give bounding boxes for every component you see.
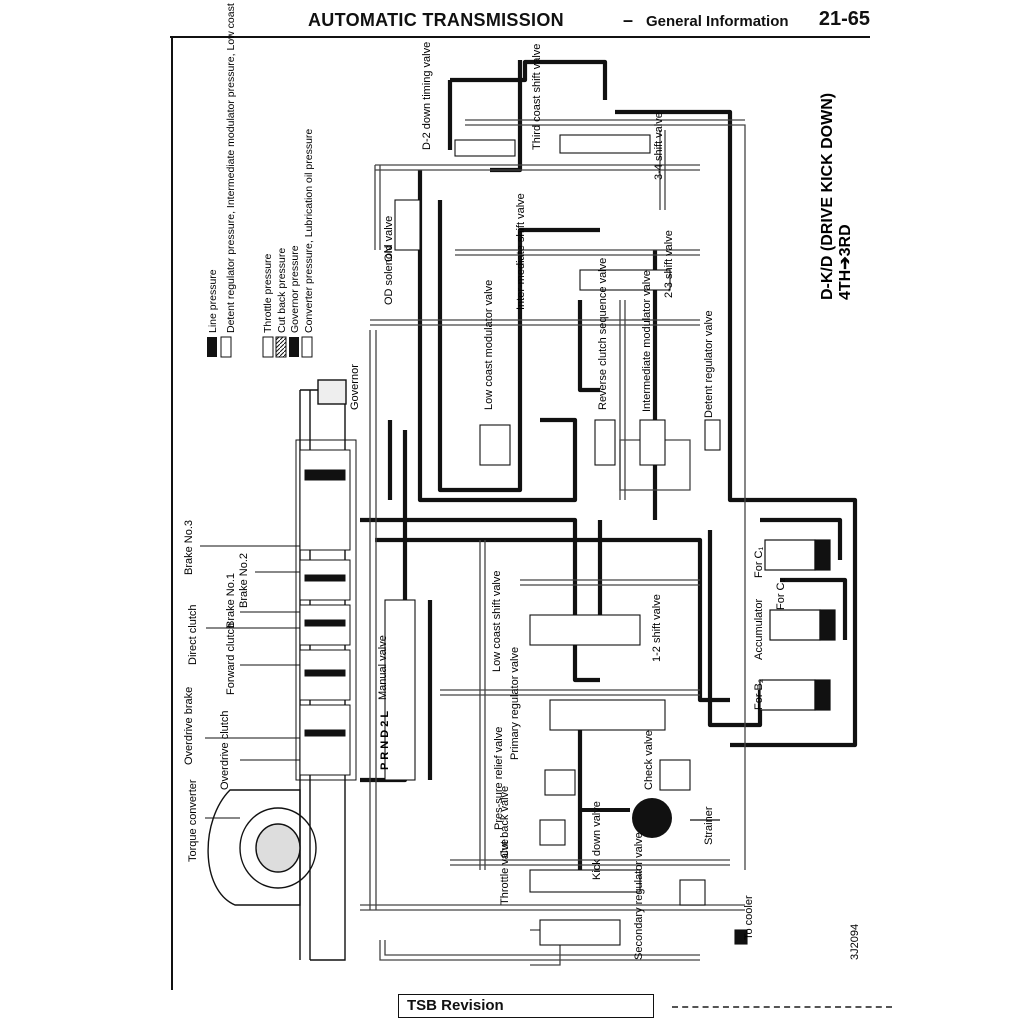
third-coast-valve-body bbox=[559, 134, 651, 154]
label-for-c2: For C₂ bbox=[775, 578, 787, 610]
legend-texts: Line pressure Detent regulator pressure,… bbox=[207, 0, 315, 333]
label-torque-converter: Torque converter bbox=[187, 779, 199, 862]
label-for-c1: For C₁ bbox=[753, 547, 765, 579]
pressure-relief-body bbox=[544, 769, 576, 796]
cooler-port bbox=[734, 929, 748, 945]
line-pressure-circuits bbox=[360, 59, 858, 880]
label-1-2-shift: 1-2 shift valve bbox=[651, 594, 663, 662]
component-leaders bbox=[200, 545, 300, 819]
legend-governor: Governor pressure bbox=[289, 245, 301, 333]
to-cooler-body bbox=[679, 879, 706, 906]
label-brake3: Brake No.3 bbox=[183, 520, 195, 575]
label-low-coast-modulator: Low coast modulator valve bbox=[483, 280, 495, 410]
label-strainer: Strainer bbox=[703, 806, 715, 845]
page-header: AUTOMATIC TRANSMISSION – General Informa… bbox=[170, 8, 870, 38]
label-3-4-shift: 3-4 shift valve bbox=[653, 112, 665, 180]
legend-swatch-cutback bbox=[275, 336, 287, 358]
component-labels: Governor Brake No.3 Brake No.2 Brake No.… bbox=[183, 364, 361, 862]
label-pressure-relief: Pres-sure relief valve bbox=[493, 727, 505, 830]
label-direct-clutch: Direct clutch bbox=[187, 604, 199, 665]
footer-divider bbox=[672, 1006, 892, 1010]
label-for-b2: For B₂ bbox=[753, 679, 765, 710]
label-manual: Manual valve bbox=[377, 635, 389, 700]
label-governor: Governor bbox=[349, 364, 361, 410]
legend-swatch-governor bbox=[289, 337, 299, 357]
legend-swatch-converter bbox=[301, 336, 313, 358]
od-solenoid-body bbox=[394, 199, 421, 251]
d2-timing-valve-body bbox=[454, 139, 516, 157]
throttle-kickdown-body bbox=[529, 869, 641, 893]
label-forward-clutch: Forward clutch bbox=[225, 623, 237, 695]
primary-regulator-body bbox=[549, 699, 666, 731]
label-primary-regulator: Primary regulator valve bbox=[509, 647, 521, 760]
label-reverse-clutch-seq: Reverse clutch sequence valve bbox=[597, 258, 609, 410]
header-subtitle: General Information bbox=[646, 13, 789, 30]
header-title: AUTOMATIC TRANSMISSION bbox=[308, 10, 564, 30]
secondary-regulator-body bbox=[539, 919, 621, 946]
label-low-coast-shift: Low coast shift valve bbox=[491, 571, 503, 673]
accumulators bbox=[759, 539, 836, 711]
label-throttle: Throttle valve bbox=[499, 839, 511, 905]
low-pressure-circuits bbox=[360, 119, 746, 966]
legend-swatch-detent bbox=[220, 336, 232, 358]
reverse-clutch-seq-body bbox=[594, 419, 616, 466]
label-intermediate-modulator: Intermediate modulator valve bbox=[641, 270, 653, 412]
header-separator: – bbox=[623, 10, 634, 30]
shift12-valve-body bbox=[529, 614, 641, 646]
figure-id: 3J2094 bbox=[849, 924, 861, 960]
valve-labels: D-2 down timing valve Third coast shift … bbox=[377, 42, 755, 960]
intermediate-modulator-body bbox=[639, 419, 666, 466]
label-overdrive-clutch: Overdrive clutch bbox=[219, 711, 231, 790]
label-od-on: ON bbox=[383, 245, 395, 262]
label-d2-timing: D-2 down timing valve bbox=[421, 42, 433, 150]
tsb-revision: TSB Revision bbox=[407, 997, 504, 1014]
manual-valve-body bbox=[384, 599, 416, 781]
label-secondary-regulator: Secondary regulator valve bbox=[633, 832, 645, 960]
page-number: 21-65 bbox=[818, 8, 870, 30]
legend-swatch-throttle bbox=[262, 336, 274, 358]
mode-line2: 4TH➔3RD bbox=[837, 224, 854, 300]
tsb-revision-box: TSB Revision bbox=[398, 994, 654, 1018]
label-detent-regulator: Detent regulator valve bbox=[703, 310, 715, 418]
mode-label: D-K/D (DRIVE KICK DOWN) 4TH➔3RD bbox=[819, 93, 854, 300]
check-valve-body bbox=[659, 759, 691, 791]
label-manual-positions: P R N D 2 L bbox=[379, 711, 391, 770]
cut-back-body bbox=[539, 819, 566, 846]
label-kick-down: Kick down valve bbox=[591, 801, 603, 880]
mode-line1: D-K/D (DRIVE KICK DOWN) bbox=[819, 93, 836, 300]
label-intermediate-shift: Inter-mediate shift valve bbox=[515, 193, 527, 310]
intermediate-shift-valve-body bbox=[579, 269, 671, 291]
legend bbox=[207, 336, 313, 358]
label-2-3-shift: 2-3 shift valve bbox=[663, 230, 675, 298]
legend-swatch-line bbox=[207, 337, 217, 357]
transmission-housing bbox=[207, 379, 357, 961]
label-to-cooler: To cooler bbox=[743, 895, 755, 940]
label-accumulator: Accumulator bbox=[753, 599, 765, 660]
label-brake1: Brake No.1 bbox=[225, 573, 237, 628]
label-cut-back: Cut back valve bbox=[499, 786, 511, 858]
label-overdrive-brake: Overdrive brake bbox=[183, 687, 195, 765]
legend-line: Line pressure bbox=[207, 269, 219, 333]
label-od-solenoid: OD solenoid valve bbox=[383, 216, 395, 305]
accumulator-labels: Accumulator For C₁ For C₂ For B₂ bbox=[753, 547, 787, 711]
legend-throttle: Throttle pressure bbox=[262, 253, 274, 333]
valve-bodies bbox=[384, 134, 748, 946]
legend-converter: Converter pressure, Lubrication oil pres… bbox=[303, 129, 315, 333]
detent-regulator-body bbox=[704, 419, 721, 451]
label-third-coast: Third coast shift valve bbox=[531, 44, 543, 150]
low-coast-modulator-body bbox=[479, 424, 511, 466]
oil-pump bbox=[632, 798, 672, 838]
legend-cutback: Cut back pressure bbox=[276, 248, 288, 333]
legend-detent: Detent regulator pressure, Intermediate … bbox=[225, 0, 237, 333]
label-check: Check valve bbox=[643, 730, 655, 790]
clutch-packs bbox=[299, 449, 351, 776]
label-brake2: Brake No.2 bbox=[238, 553, 250, 608]
